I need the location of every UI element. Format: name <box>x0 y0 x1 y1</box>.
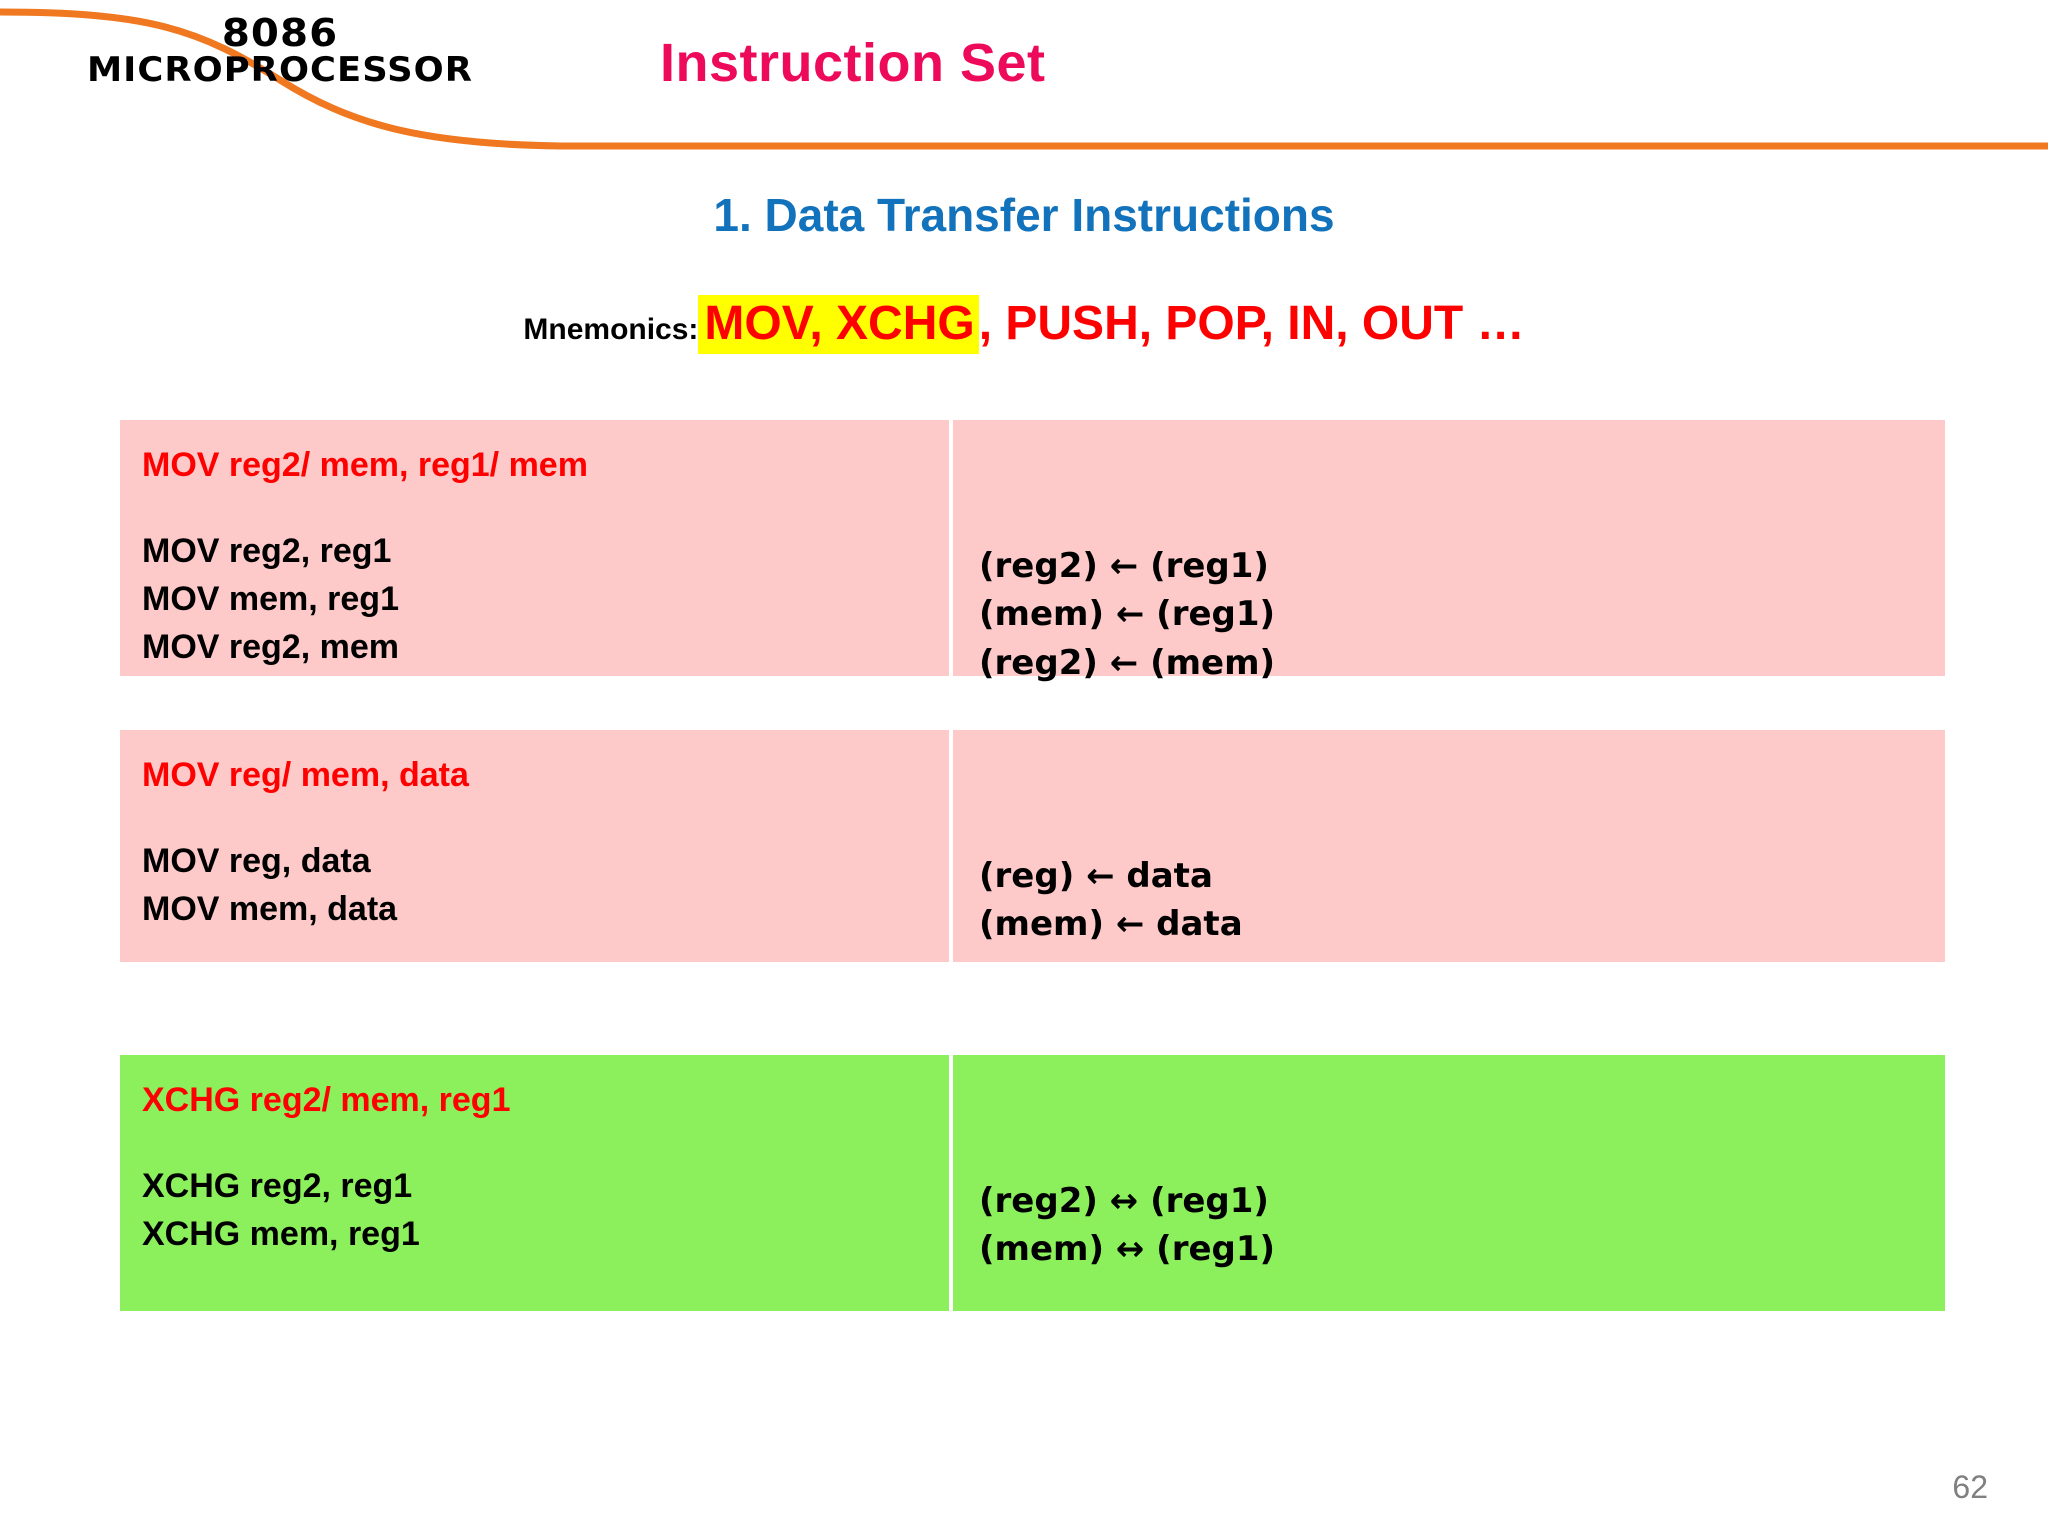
instruction-operation: (mem) ↔ (reg1) <box>979 1229 1276 1270</box>
page-number: 62 <box>1952 1469 1988 1505</box>
instruction-syntax: MOV reg2/ mem, reg1/ mem <box>142 446 588 484</box>
instruction-block-syntax-column: MOV reg2/ mem, reg1/ mem MOV reg2, reg1 … <box>120 420 953 676</box>
instruction-example: MOV mem, data <box>142 889 398 928</box>
instruction-syntax: MOV reg/ mem, data <box>142 756 469 794</box>
instruction-operation: (mem) ← (reg1) <box>979 594 1276 635</box>
mnemonics-highlighted: MOV, XCHG <box>698 295 979 354</box>
instruction-example: MOV reg2, mem <box>142 628 399 667</box>
mnemonics-rest: , PUSH, POP, IN, OUT … <box>978 297 1525 350</box>
mnemonics-line: Mnemonics:MOV, XCHG, PUSH, POP, IN, OUT … <box>0 295 2048 354</box>
instruction-operation: (reg2) ← (reg1) <box>979 546 1269 586</box>
instruction-block-operation-column: (reg) ← data (mem) ← data <box>953 730 1945 962</box>
instruction-block-operation-column: (reg2) ↔ (reg1) (mem) ↔ (reg1) <box>953 1055 1945 1311</box>
instruction-examples: MOV reg, data MOV mem, data <box>142 837 949 934</box>
instruction-operation: (reg2) ↔ (reg1) <box>979 1181 1269 1221</box>
instruction-operation: (reg2) ← (mem) <box>979 642 1276 683</box>
instruction-operations: (reg) ← data (mem) ← data <box>979 852 1945 949</box>
instruction-block-operation-column: (reg2) ← (reg1) (mem) ← (reg1) (reg2) ← … <box>953 420 1945 683</box>
brand-logo-line2: MICROPROCESSOR <box>86 49 474 90</box>
slide-header: 8086 MICROPROCESSOR Instruction Set <box>0 0 2048 160</box>
instruction-block-syntax-column: XCHG reg2/ mem, reg1 XCHG reg2, reg1 XCH… <box>120 1055 953 1311</box>
instruction-block-xchg: XCHG reg2/ mem, reg1 XCHG reg2, reg1 XCH… <box>120 1055 1945 1311</box>
instruction-example: MOV reg, data <box>142 841 371 880</box>
instruction-block-mov-reg-mem: MOV reg2/ mem, reg1/ mem MOV reg2, reg1 … <box>120 420 1945 683</box>
instruction-example: XCHG mem, reg1 <box>142 1214 420 1253</box>
slide-title: Instruction Set <box>660 33 1046 93</box>
instruction-block-syntax-column: MOV reg/ mem, data MOV reg, data MOV mem… <box>120 730 953 962</box>
instruction-operation: (reg) ← data <box>979 856 1213 896</box>
brand-logo-line1: 8086 <box>221 11 339 55</box>
section-heading: 1. Data Transfer Instructions <box>713 189 1335 241</box>
instruction-example: MOV mem, reg1 <box>142 579 399 618</box>
instruction-examples: MOV reg2, reg1 MOV mem, reg1 MOV reg2, m… <box>142 527 949 672</box>
instruction-example: MOV reg2, reg1 <box>142 531 392 570</box>
instruction-operations: (reg2) ← (reg1) (mem) ← (reg1) (reg2) ← … <box>979 542 1945 687</box>
brand-logo: 8086 MICROPROCESSOR <box>70 14 490 87</box>
instruction-example: XCHG reg2, reg1 <box>142 1166 413 1205</box>
instruction-operations: (reg2) ↔ (reg1) (mem) ↔ (reg1) <box>979 1177 1945 1274</box>
instruction-operation: (mem) ← data <box>979 904 1243 945</box>
mnemonics-label: Mnemonics: <box>523 313 699 346</box>
instruction-block-mov-data: MOV reg/ mem, data MOV reg, data MOV mem… <box>120 730 1945 962</box>
instruction-examples: XCHG reg2, reg1 XCHG mem, reg1 <box>142 1162 949 1259</box>
instruction-syntax: XCHG reg2/ mem, reg1 <box>142 1081 511 1119</box>
